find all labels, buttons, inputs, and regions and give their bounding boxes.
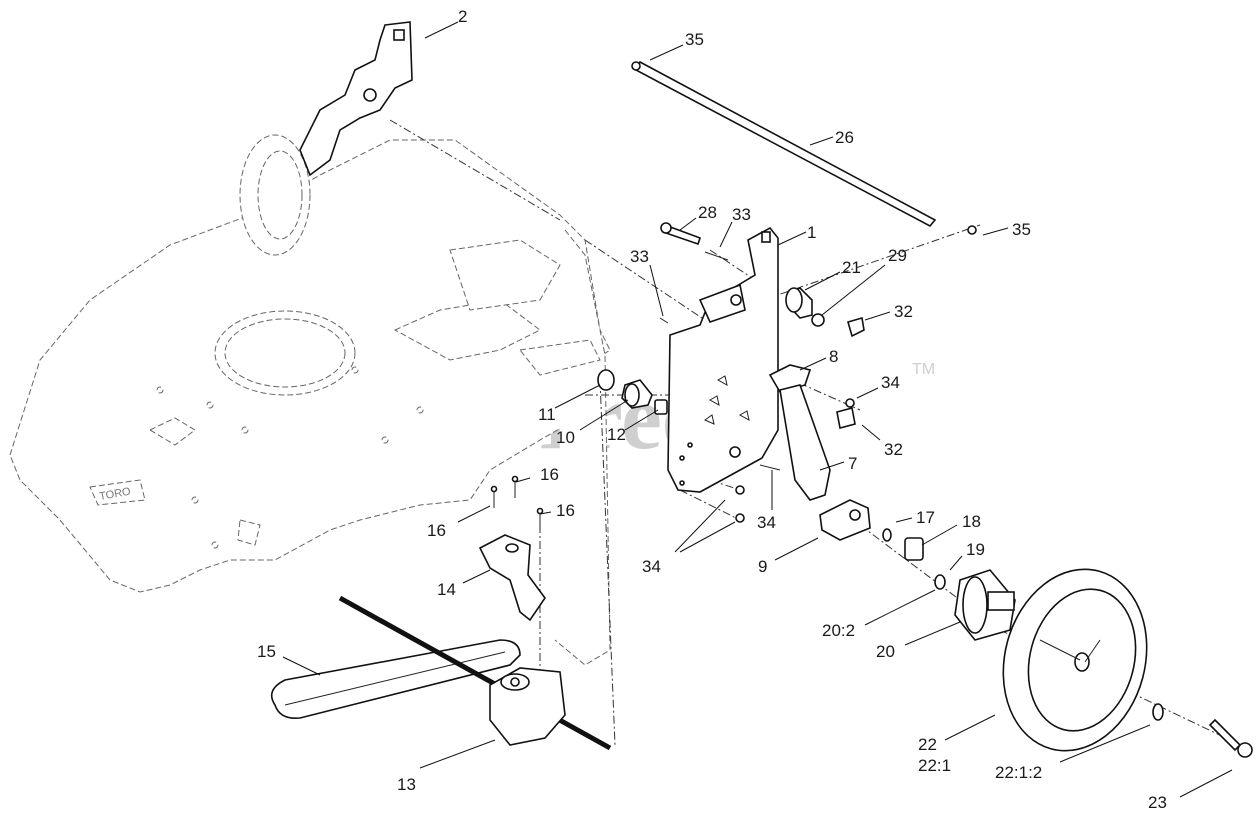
callout-label: 22 (918, 735, 937, 754)
callout-label: 1 (807, 223, 816, 242)
callout-label: 2 (458, 7, 467, 26)
callout-label: 34 (642, 557, 661, 576)
callout-label: 33 (630, 247, 649, 266)
part-22-wheel (1002, 568, 1148, 752)
part-34-bolts (735, 398, 855, 523)
part-10-bearing (621, 379, 653, 409)
part-1-height-adjust-plate (667, 226, 779, 493)
part-20-hub (954, 569, 1016, 641)
part-33-screws (659, 251, 729, 324)
callout-label: 12 (607, 425, 626, 444)
part-11-spacer (597, 369, 615, 391)
callout-label: 16 (556, 501, 575, 520)
callout-label: 32 (894, 302, 913, 321)
part-22-1-2-washer (1152, 703, 1164, 721)
part-16-screws (490, 475, 544, 530)
part-15-belt (270, 639, 521, 720)
callout-label: 16 (427, 521, 446, 540)
callout-label: 7 (848, 454, 857, 473)
part-9-pivot-bracket (819, 499, 871, 541)
watermark-trademark: TM (912, 361, 935, 378)
callout-label: 26 (835, 128, 854, 147)
callout-label: 32 (884, 440, 903, 459)
part-26-axle-rod (631, 60, 977, 235)
callout-label: 28 (698, 203, 717, 222)
callout-labels: 2 35 26 28 33 1 35 33 21 29 32 8 34 11 1… (257, 7, 1167, 812)
callout-label: 35 (685, 30, 704, 49)
callout-label: 33 (732, 205, 751, 224)
callout-label: 11 (538, 405, 556, 424)
callout-label: 8 (829, 347, 838, 366)
callout-label: 17 (916, 508, 935, 527)
callout-label: 19 (966, 540, 985, 559)
callout-label: 34 (757, 513, 776, 532)
callout-label: 29 (888, 246, 907, 265)
callout-label: 23 (1148, 793, 1167, 812)
part-19-washer (934, 574, 946, 590)
part-12-spacer (654, 399, 668, 415)
part-17-washer (882, 528, 892, 542)
callout-label: 15 (257, 642, 276, 661)
part-14-bracket (478, 534, 546, 622)
callout-label: 34 (881, 373, 900, 392)
part-7-lever (779, 384, 831, 501)
part-28-pin (660, 222, 702, 246)
part-29-bushing (811, 313, 825, 327)
part-2-handle-bracket (299, 21, 413, 177)
callout-label: 10 (556, 428, 575, 447)
part-23-wheel-bolt (1208, 718, 1253, 758)
leader-lines (282, 21, 1233, 798)
callout-label: 18 (962, 512, 981, 531)
part-13-transmission (338, 595, 612, 751)
part-21-spacer (785, 287, 813, 319)
callout-label: 9 (758, 557, 767, 576)
callout-label: 20:2 (822, 621, 855, 640)
deck-logo: TORO (98, 486, 132, 503)
part-18-gear (904, 537, 924, 561)
callout-label: 16 (540, 465, 559, 484)
mower-deck: TORO (9, 134, 611, 666)
callout-label: 13 (397, 775, 416, 794)
part-32-caps (836, 316, 865, 429)
callout-label: 35 (1012, 220, 1031, 239)
callout-label: 14 (437, 580, 456, 599)
callout-label: 20 (876, 642, 895, 661)
callout-label: 21 (842, 258, 861, 277)
callout-label: 22:1 (918, 756, 951, 775)
callout-label: 22:1:2 (995, 763, 1042, 782)
